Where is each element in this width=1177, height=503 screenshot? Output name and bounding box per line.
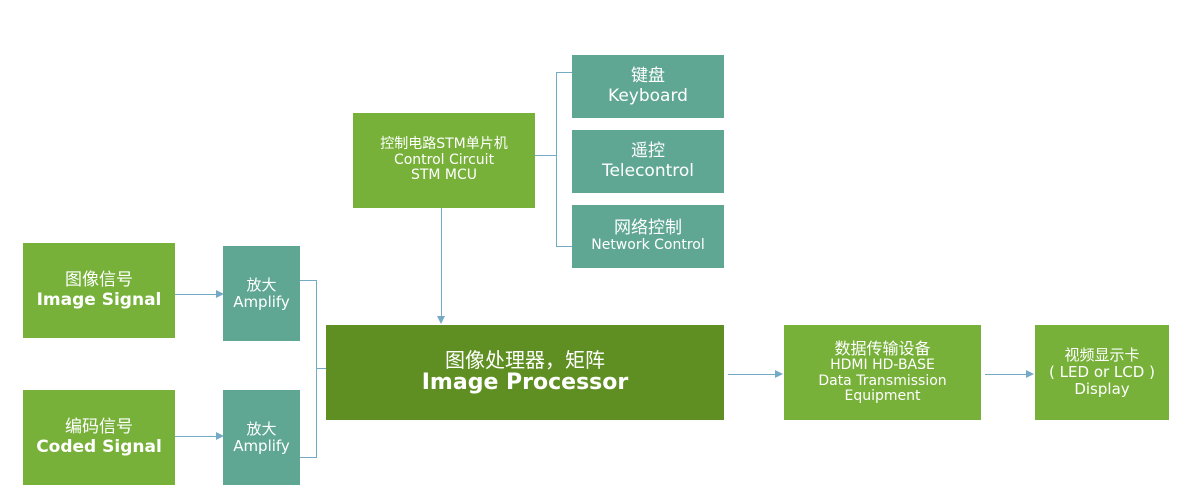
image-signal-zh: 图像信号 [65, 270, 133, 291]
transmission-en-3: Equipment [844, 388, 921, 405]
node-control-circuit: 控制电路STM单片机 Control Circuit STM MCU [353, 113, 535, 208]
coded-signal-zh: 编码信号 [65, 417, 133, 438]
node-amplify-bottom: 放大 Amplify [223, 390, 300, 485]
node-image-processor: 图像处理器，矩阵 Image Processor [326, 325, 724, 420]
processor-zh: 图像处理器，矩阵 [445, 347, 605, 372]
node-image-signal: 图像信号 Image Signal [23, 243, 175, 338]
arrowhead-control-processor [437, 316, 445, 324]
connector-amplify-merge-vertical [316, 280, 317, 458]
network-en: Network Control [591, 237, 705, 254]
display-en-2: Display [1074, 379, 1130, 398]
telecontrol-zh: 遥控 [631, 141, 665, 162]
connector-coded-amplify [175, 436, 217, 437]
node-coded-signal: 编码信号 Coded Signal [23, 390, 175, 485]
arrowhead-coded-amplify [216, 432, 224, 440]
connector-bus-network [556, 246, 572, 247]
amplify-top-zh: 放大 [246, 275, 277, 294]
display-zh: 视频显示卡 [1064, 346, 1140, 365]
node-telecontrol: 遥控 Telecontrol [572, 130, 724, 193]
transmission-en-1: HDMI HD-BASE [830, 356, 935, 373]
network-zh: 网络控制 [614, 218, 682, 239]
image-signal-en: Image Signal [36, 289, 162, 310]
amplify-bottom-en: Amplify [233, 436, 290, 455]
node-display: 视频显示卡 ( LED or LCD ) Display [1035, 325, 1169, 420]
connector-control-processor [441, 208, 442, 318]
node-amplify-top: 放大 Amplify [223, 246, 300, 341]
coded-signal-en: Coded Signal [36, 436, 162, 457]
control-en-1: Control Circuit [393, 151, 495, 168]
control-zh: 控制电路STM单片机 [380, 135, 508, 152]
arrowhead-image-amplify [216, 290, 224, 298]
connector-amplify-top-out [300, 280, 316, 281]
keyboard-en: Keyboard [608, 85, 688, 106]
connector-control-bus-vertical [556, 72, 557, 247]
connector-image-amplify [175, 294, 217, 295]
telecontrol-en: Telecontrol [601, 160, 695, 181]
node-keyboard: 键盘 Keyboard [572, 55, 724, 118]
node-network-control: 网络控制 Network Control [572, 205, 724, 268]
transmission-en-2: Data Transmission [818, 372, 947, 389]
keyboard-zh: 键盘 [631, 66, 665, 87]
amplify-top-en: Amplify [233, 292, 290, 311]
amplify-bottom-zh: 放大 [246, 419, 277, 438]
connector-transmission-display [985, 374, 1027, 375]
display-en-1: ( LED or LCD ) [1049, 363, 1155, 382]
processor-en: Image Processor [421, 370, 629, 396]
connector-processor-transmission [728, 374, 776, 375]
control-en-2: STM MCU [410, 167, 478, 184]
connector-merge-processor [316, 368, 326, 369]
arrowhead-transmission-display [1026, 370, 1034, 378]
connector-amplify-bottom-out [300, 457, 316, 458]
connector-control-bus-horizontal [535, 155, 556, 156]
transmission-zh: 数据传输设备 [834, 339, 931, 359]
connector-bus-keyboard [556, 72, 572, 73]
node-data-transmission: 数据传输设备 HDMI HD-BASE Data Transmission Eq… [784, 325, 981, 420]
arrowhead-processor-transmission [775, 370, 783, 378]
